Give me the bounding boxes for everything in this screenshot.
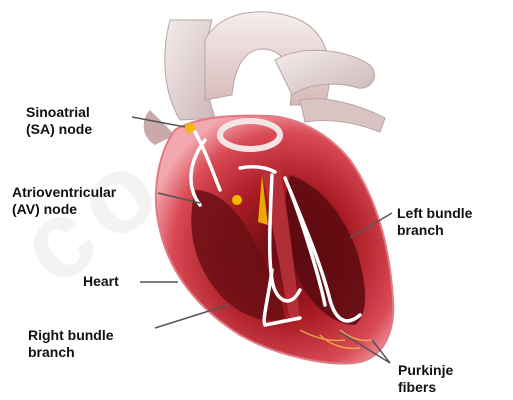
label-right-bundle-branch: Right bundle branch	[28, 327, 114, 361]
label-left-bundle-branch-line1: Left bundle	[397, 205, 472, 222]
label-purkinje-fibers: Purkinje fibers	[398, 362, 453, 396]
label-heart: Heart	[83, 273, 119, 290]
label-av-node-line2: (AV) node	[12, 201, 116, 218]
label-left-bundle-branch: Left bundle branch	[397, 205, 472, 239]
label-purkinje-fibers-line1: Purkinje	[398, 362, 453, 379]
label-av-node-line1: Atrioventricular	[12, 184, 116, 201]
label-sa-node-line1: Sinoatrial	[26, 104, 92, 121]
label-purkinje-fibers-line2: fibers	[398, 379, 453, 396]
label-sa-node-line2: (SA) node	[26, 121, 92, 138]
label-av-node: Atrioventricular (AV) node	[12, 184, 116, 218]
label-left-bundle-branch-line2: branch	[397, 222, 472, 239]
label-right-bundle-branch-line2: branch	[28, 344, 114, 361]
av-node	[232, 195, 242, 205]
label-sa-node: Sinoatrial (SA) node	[26, 104, 92, 138]
label-heart-text: Heart	[83, 273, 119, 290]
heart-body	[156, 116, 393, 364]
label-right-bundle-branch-line1: Right bundle	[28, 327, 114, 344]
